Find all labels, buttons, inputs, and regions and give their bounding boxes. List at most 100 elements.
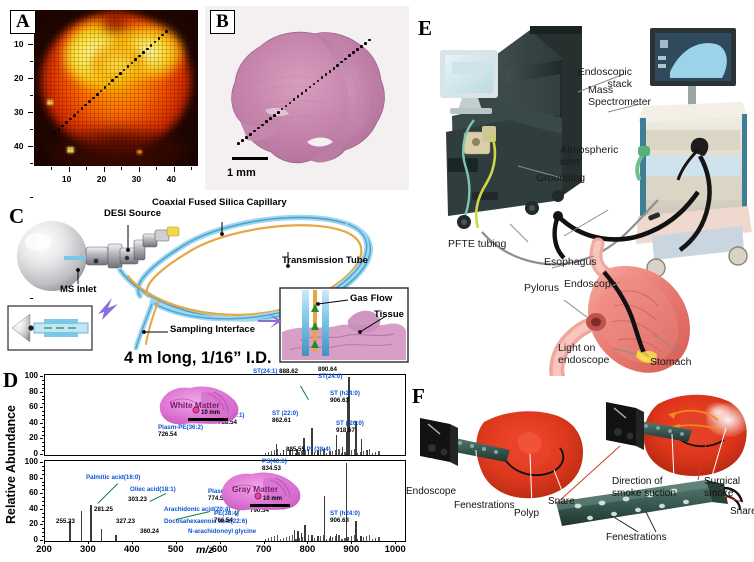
spectrum-annotation: Arachidonic acid(20:4)	[164, 506, 231, 513]
label-atm-line2: inlet	[560, 156, 580, 169]
spectrum-xtick: 500	[167, 544, 184, 555]
panel-e-clinical-setup: E	[412, 0, 754, 376]
spectrum-ytick-minor	[41, 465, 44, 467]
label-f-polyp: Polyp	[514, 508, 540, 519]
spectrum-ytick-mark	[40, 524, 43, 526]
spectrum-peak-minor	[319, 536, 322, 541]
spectrum-peak	[90, 505, 92, 541]
spectrum-peak	[317, 450, 319, 455]
spectrum-annotation: ST (h24:0)906.63	[330, 510, 360, 525]
spectrum-annotation: 360.24	[140, 528, 159, 535]
spectrum-peak-minor	[365, 450, 368, 455]
sampling-line-b	[219, 24, 401, 172]
spectrum-peak-minor	[298, 452, 300, 455]
spectrum-ytick-minor	[41, 528, 44, 530]
spectrum-xtick-mark	[175, 541, 177, 544]
spectrum-peak	[296, 448, 298, 455]
panel-a-ytick-mark	[28, 77, 33, 79]
brain-inset-label: White Matter	[170, 400, 220, 410]
panel-a-xtick: 30	[131, 174, 142, 184]
label-f-surg-line1: Surgical	[704, 476, 741, 487]
panel-a-ytick: 20	[14, 72, 24, 83]
spectrum-ytick-minor	[41, 501, 44, 502]
spectrum-ytick: 20	[29, 519, 38, 529]
panel-e-letter: E	[418, 16, 433, 40]
spectrum-ytick-minor	[41, 469, 44, 471]
spectrum-xtick-mark	[351, 541, 353, 544]
spectrum-ytick-mark	[40, 407, 43, 409]
spectrum-ytick-minor	[41, 403, 44, 405]
spectrum-peak	[115, 534, 117, 541]
spectrum-peak-minor	[270, 451, 272, 455]
spectrum-peak	[355, 520, 357, 541]
spectrum-peak	[347, 397, 349, 455]
spectrum-ytick-minor	[41, 426, 44, 428]
label-esophagus: Esophagus	[544, 256, 597, 268]
panel-a-ytick: 40	[14, 140, 24, 151]
spectrum-ytick: 100	[24, 371, 38, 380]
spectrum-ytick: 40	[29, 417, 38, 427]
panel-b-histology: 1 mm B	[205, 6, 409, 190]
spectrum-ytick: 80	[29, 386, 38, 396]
label-endoscopic-stack: Endoscopic stack	[562, 66, 632, 91]
spectrum-ytick-minor	[41, 450, 44, 452]
spectrum-ytick-minor	[41, 399, 44, 401]
spectrum-xtick: 200	[36, 544, 52, 555]
panel-a-ytick-minor	[30, 196, 33, 198]
panel-a-ytick-mark	[28, 145, 33, 147]
spectrum-annotation: Palmitic acid(16:0)	[86, 474, 141, 481]
spectrum-peak-minor	[286, 537, 288, 541]
spectrum-peak	[303, 437, 305, 455]
spectrum-peak-minor	[372, 453, 374, 455]
brain-inset-label: Gray Matter	[232, 484, 279, 494]
label-transmission-tube: Transmission Tube	[282, 255, 368, 266]
spectrum-peak-minor	[295, 539, 297, 541]
spectrum-ytick-minor	[41, 411, 44, 413]
spectrum-annotation: Docosahexaenoic acid(22:6)	[164, 518, 248, 525]
spectrum-peak-minor	[286, 451, 288, 455]
spectrum-ytick-minor	[41, 536, 44, 538]
spectrum-annotation: 303.23	[128, 496, 147, 503]
spectrum-peak-minor	[264, 539, 266, 541]
spectrum-xtick-mark	[263, 541, 265, 544]
spectrum-annotation: PS(40:6)834.53	[262, 458, 287, 473]
spectrum-annotation: ST(24:1) 888.62	[253, 368, 299, 375]
spectrum-peak-minor	[350, 536, 352, 541]
spectrum-peak-minor	[369, 449, 371, 455]
spectrum-xtick: 300	[79, 544, 96, 555]
label-f-direction-smoke: Direction of smoke suction	[612, 476, 676, 499]
panel-a-xtick-minor	[191, 167, 193, 170]
label-light-line1: Light on	[558, 342, 596, 354]
spectrum-peak-minor	[341, 453, 343, 455]
spectrum-ytick-minor	[41, 497, 44, 499]
spectrum-peak-minor	[273, 536, 276, 541]
panel-f-endoscopic-procedure: F	[406, 376, 754, 562]
spectrum-ytick-minor	[41, 442, 44, 444]
spectrum-peak-minor	[264, 453, 266, 455]
spectrum-peak-minor	[375, 452, 377, 455]
brain-inset-scalebar	[250, 504, 290, 507]
spectrum-peak	[304, 525, 306, 541]
spectrum-xtick: 600	[211, 544, 228, 555]
label-f-fenestrations: Fenestrations	[454, 500, 515, 511]
spectrum-annotation: 885.55 PI (38:4)	[286, 446, 331, 453]
label-gas-flow: Gas Flow	[350, 293, 393, 304]
label-tissue: Tissue	[374, 309, 404, 320]
spectrum-annotation: ST ( 26:0)918.67	[336, 420, 364, 435]
spectrum-annotation: ST (h24:0)906.63	[330, 390, 360, 405]
spectrum-xtick-mark	[87, 541, 89, 544]
spectrum-peak-minor	[292, 535, 294, 541]
tissue-section	[219, 24, 401, 172]
spectrum-annotation: ST (22:0)862.61	[272, 410, 299, 425]
scale-bar-b	[232, 157, 268, 160]
spectrum-peak-minor	[378, 451, 380, 455]
spectrum-peak-minor	[316, 537, 319, 541]
panel-a-xtick-mark	[173, 167, 175, 172]
spectrum-peak-minor	[310, 453, 312, 455]
spectrum-peak	[100, 528, 103, 541]
spectrum-annotation: 281.25	[94, 506, 113, 513]
spectrum-peak-minor	[279, 539, 282, 541]
spectrum-peak-minor	[375, 538, 377, 541]
spectrum-peak-minor	[356, 539, 358, 541]
